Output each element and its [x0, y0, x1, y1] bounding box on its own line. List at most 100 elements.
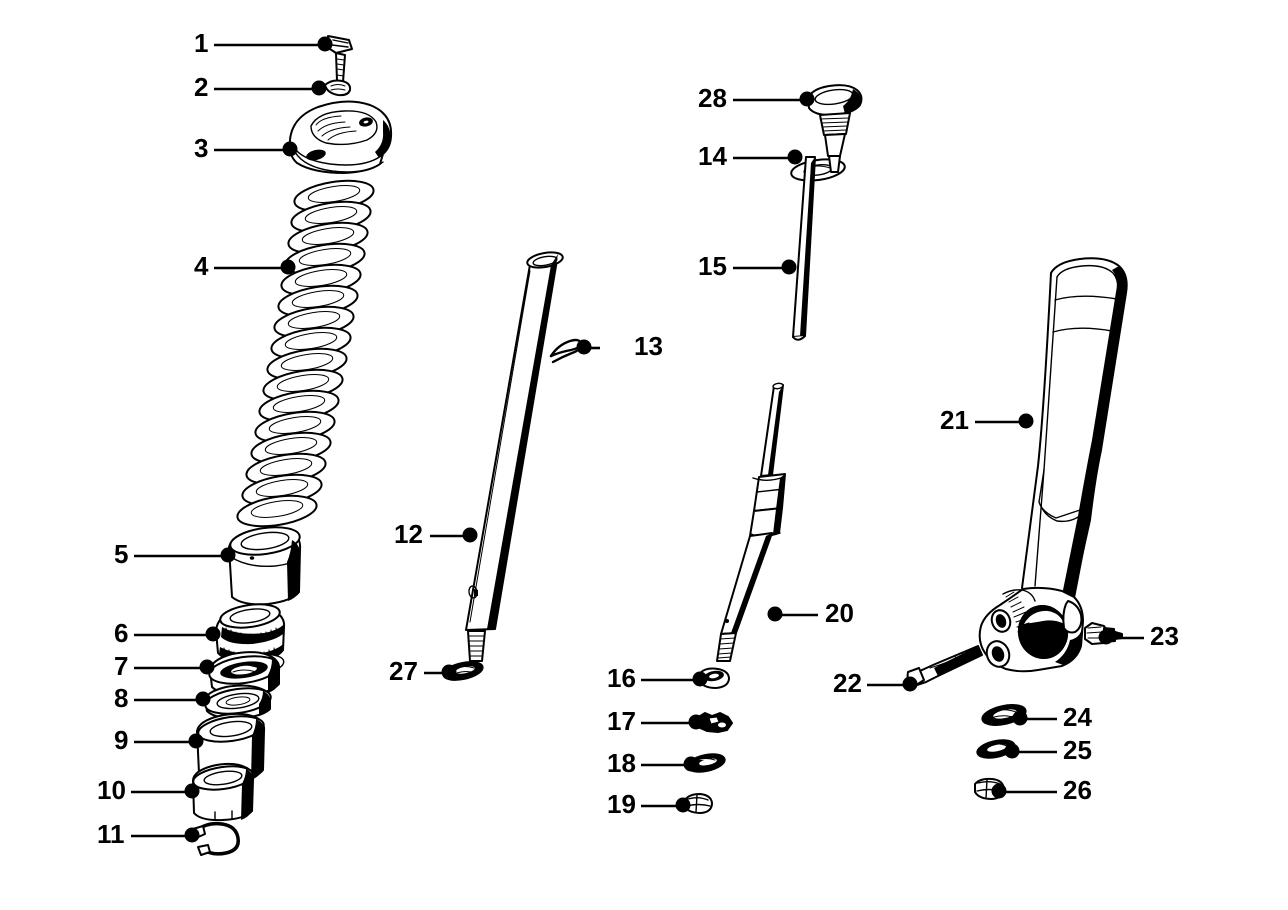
part-thrust-washer[interactable] [208, 651, 281, 697]
callout-11[interactable]: 11 [97, 819, 200, 849]
callout-number-7: 7 [114, 651, 128, 681]
callout-14[interactable]: 14 [698, 141, 803, 171]
callout-13[interactable]: 13 [576, 331, 663, 361]
callout-23[interactable]: 23 [1098, 621, 1179, 651]
callout-number-16: 16 [607, 663, 636, 693]
leader-dot-21 [1018, 413, 1034, 429]
callout-9[interactable]: 9 [114, 725, 204, 755]
callout-3[interactable]: 3 [194, 133, 298, 163]
callout-number-26: 26 [1063, 775, 1092, 805]
callout-number-11: 11 [97, 819, 125, 849]
callout-26[interactable]: 26 [991, 775, 1092, 805]
part-fork-spring[interactable] [235, 176, 375, 531]
callout-4[interactable]: 4 [194, 251, 296, 281]
callout-number-21: 21 [940, 405, 969, 435]
leader-dot-12 [462, 527, 478, 543]
callout-28[interactable]: 28 [698, 83, 815, 113]
part-damper-rod-lower[interactable] [716, 382, 786, 662]
leader-dot-13 [576, 339, 592, 355]
callout-21[interactable]: 21 [940, 405, 1034, 435]
callout-number-18: 18 [607, 748, 636, 778]
part-locking-nut[interactable] [684, 793, 713, 814]
part-fork-slider[interactable] [978, 257, 1128, 673]
callout-2[interactable]: 2 [194, 72, 327, 102]
leader-dot-7 [199, 659, 215, 675]
callout-number-20: 20 [825, 598, 854, 628]
callout-17[interactable]: 17 [607, 706, 704, 736]
leader-dot-20 [767, 606, 783, 622]
leader-dot-22 [902, 676, 918, 692]
part-snap-ring[interactable] [192, 821, 240, 856]
callout-25[interactable]: 25 [1004, 735, 1092, 765]
leader-dot-4 [280, 259, 296, 275]
callout-12[interactable]: 12 [394, 519, 478, 549]
leader-dot-18 [683, 756, 699, 772]
callout-8[interactable]: 8 [114, 683, 211, 713]
callout-6[interactable]: 6 [114, 618, 221, 648]
leader-dot-1 [317, 36, 333, 52]
callout-number-27: 27 [389, 656, 418, 686]
leader-dot-15 [781, 259, 797, 275]
callout-1[interactable]: 1 [194, 28, 333, 58]
callout-5[interactable]: 5 [114, 539, 236, 569]
callout-number-17: 17 [607, 706, 636, 736]
callout-24[interactable]: 24 [1012, 702, 1093, 732]
part-castle-nut[interactable] [696, 712, 733, 733]
callout-20[interactable]: 20 [767, 598, 854, 628]
leader-dot-10 [184, 783, 200, 799]
part-guide-bush[interactable] [192, 762, 255, 822]
part-shim-washer[interactable] [204, 684, 273, 720]
callout-layer: 1234567891011121314151617181920212223242… [97, 28, 1179, 849]
callout-22[interactable]: 22 [833, 668, 918, 698]
part-fork-cap-cover[interactable] [288, 100, 393, 174]
part-damper-top-nut[interactable] [807, 84, 863, 173]
callout-number-25: 25 [1063, 735, 1092, 765]
leader-dot-16 [692, 671, 708, 687]
callout-number-9: 9 [114, 725, 128, 755]
leader-dot-28 [799, 91, 815, 107]
leader-dot-9 [188, 733, 204, 749]
part-spacer-sleeve[interactable] [196, 712, 266, 783]
leader-dot-2 [311, 80, 327, 96]
part-axle-clamp-bolt[interactable] [906, 645, 983, 688]
leader-dot-3 [282, 141, 298, 157]
callout-number-14: 14 [698, 141, 727, 171]
callout-number-23: 23 [1150, 621, 1179, 651]
part-lock-washer[interactable] [324, 79, 352, 97]
leader-dot-24 [1012, 710, 1028, 726]
leader-dot-5 [220, 547, 236, 563]
callout-number-19: 19 [607, 789, 636, 819]
leader-dot-8 [195, 691, 211, 707]
part-damper-rod-upper[interactable] [792, 156, 816, 341]
leader-dot-25 [1004, 743, 1020, 759]
callout-19[interactable]: 19 [607, 789, 691, 819]
callout-number-2: 2 [194, 72, 208, 102]
callout-number-8: 8 [114, 683, 128, 713]
part-fork-tube[interactable] [465, 250, 564, 662]
leader-dot-19 [675, 797, 691, 813]
leader-dot-26 [991, 783, 1007, 799]
part-hex-nut[interactable] [699, 667, 730, 689]
callout-number-1: 1 [194, 28, 208, 58]
callout-7[interactable]: 7 [114, 651, 215, 681]
callout-number-4: 4 [194, 251, 209, 281]
callout-number-24: 24 [1063, 702, 1092, 732]
callout-number-5: 5 [114, 539, 128, 569]
callout-18[interactable]: 18 [607, 748, 699, 778]
leader-dot-14 [787, 149, 803, 165]
callout-number-15: 15 [698, 251, 727, 281]
callout-10[interactable]: 10 [97, 775, 200, 805]
callout-15[interactable]: 15 [698, 251, 797, 281]
part-upper-bearing-race[interactable] [228, 523, 302, 606]
callout-27[interactable]: 27 [389, 656, 457, 686]
callout-16[interactable]: 16 [607, 663, 708, 693]
callout-number-12: 12 [394, 519, 423, 549]
callout-number-6: 6 [114, 618, 128, 648]
leader-dot-27 [441, 664, 457, 680]
leader-dot-23 [1098, 629, 1114, 645]
part-cotter-clip[interactable] [549, 338, 583, 364]
callout-number-28: 28 [698, 83, 727, 113]
callout-number-3: 3 [194, 133, 208, 163]
